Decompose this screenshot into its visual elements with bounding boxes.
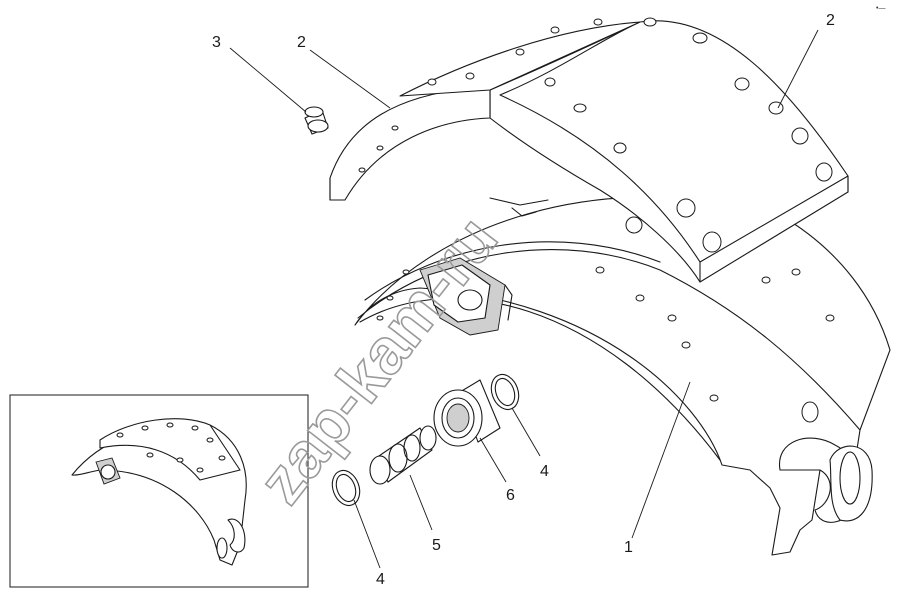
roller bbox=[433, 379, 501, 447]
corner-mark: •— bbox=[876, 5, 885, 12]
lining-right-holes bbox=[544, 17, 833, 253]
callout-lining-left: 2 bbox=[297, 34, 306, 51]
brake-shoe bbox=[354, 196, 891, 556]
rivet bbox=[304, 106, 329, 135]
shoe-holes bbox=[376, 266, 835, 423]
assembled-view-inset bbox=[9, 394, 309, 588]
callout-rivet: 3 bbox=[212, 34, 221, 51]
callout-ring-right: 4 bbox=[540, 463, 549, 480]
callout-roller: 6 bbox=[506, 487, 515, 504]
callout-ring-left: 4 bbox=[376, 571, 385, 588]
axle bbox=[369, 425, 437, 485]
leader-lines bbox=[229, 29, 819, 569]
callout-axle: 5 bbox=[432, 537, 441, 554]
callout-shoe: 1 bbox=[624, 539, 633, 556]
lining-left-holes bbox=[358, 18, 603, 173]
brake-lining-right bbox=[489, 17, 849, 283]
retaining-ring-right bbox=[490, 373, 520, 411]
callout-lining-right: 2 bbox=[826, 12, 835, 29]
brake-lining-left bbox=[329, 18, 641, 201]
inset-holes bbox=[116, 422, 226, 473]
callout-labels: 3 2 2 1 4 6 5 4 bbox=[212, 12, 835, 588]
retaining-ring-left bbox=[331, 469, 361, 507]
